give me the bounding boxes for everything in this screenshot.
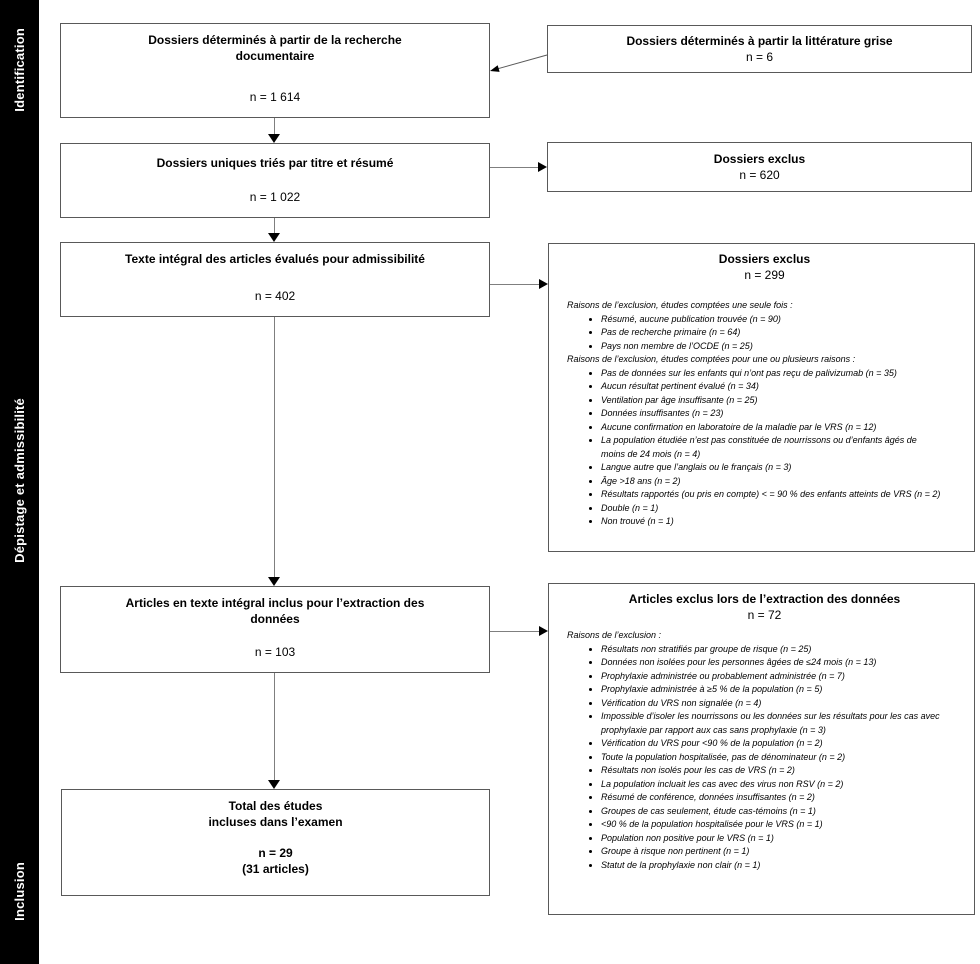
- box-fulltext-included: Articles en texte intégral inclus pour l…: [60, 586, 490, 673]
- box-title: Dossiers uniques triés par titre et résu…: [156, 156, 394, 170]
- arrow-search-to-unique-line: [274, 118, 275, 135]
- box-title: Dossiers exclus: [713, 152, 806, 166]
- arrow-unique-to-fulltext-line: [274, 218, 275, 233]
- exclusion-reason-item: Groupes de cas seulement, étude cas-témo…: [601, 805, 941, 819]
- exclusion-reason-item: Population non positive pour le VRS (n =…: [601, 832, 941, 846]
- box-count: n = 72: [747, 608, 782, 622]
- box-grey-literature: Dossiers déterminés à partir la littérat…: [547, 25, 972, 73]
- reasons-heading: Raisons de l’exclusion, études comptées …: [567, 354, 856, 364]
- exclusion-reason-item: La population étudiée n’est pas constitu…: [601, 434, 941, 461]
- arrow-fulltext-to-extraction-head: [268, 577, 280, 586]
- exclusion-reasons: Raisons de l’exclusion : Résultats non s…: [567, 629, 962, 872]
- exclusion-reason-item: <90 % de la population hospitalisée pour…: [601, 818, 941, 832]
- exclusion-reason-item: Aucune confirmation en laboratoire de la…: [601, 421, 941, 435]
- exclusion-reason-item: Langue autre que l’anglais ou le françai…: [601, 461, 941, 475]
- exclusion-reason-item: La population incluait les cas avec des …: [601, 778, 941, 792]
- phase-label-inclusion: Inclusion: [12, 861, 27, 921]
- box-title: Dossiers déterminés à partir la littérat…: [626, 34, 893, 48]
- box-count: n = 6: [745, 50, 774, 64]
- exclusion-reason-item: Aucun résultat pertinent évalué (n = 34): [601, 380, 941, 394]
- exclusion-reason-item: Vérification du VRS non signalée (n = 4): [601, 697, 941, 711]
- reasons-heading: Raisons de l’exclusion :: [567, 630, 662, 640]
- box-unique-records: Dossiers uniques triés par titre et résu…: [60, 143, 490, 218]
- box-excluded-records: Dossiers exclus n = 620: [547, 142, 972, 192]
- exclusion-reason-item: Pas de données sur les enfants qui n’ont…: [601, 367, 941, 381]
- exclusion-reason-item: Toute la population hospitalisée, pas de…: [601, 751, 941, 765]
- arrow-search-to-unique-head: [268, 134, 280, 143]
- box-title: Texte intégral des articles évalués pour…: [125, 252, 425, 266]
- exclusion-reason-item: Données non isolées pour les personnes â…: [601, 656, 941, 670]
- arrow-unique-to-excluded-head: [538, 162, 547, 172]
- box-excluded-extraction: Articles exclus lors de l’extraction des…: [548, 583, 975, 915]
- arrow-fulltext-to-excluded-head: [539, 279, 548, 289]
- exclusion-reason-item: Double (n = 1): [601, 502, 941, 516]
- exclusion-reason-item: Résultats rapportés (ou pris en compte) …: [601, 488, 941, 502]
- box-title: Total des études incluses dans l’examen: [208, 799, 343, 829]
- box-count: n = 299: [744, 268, 785, 282]
- exclusion-reason-item: Résumé, aucune publication trouvée (n = …: [601, 313, 941, 327]
- exclusion-reason-item: Résultats non stratifiés par groupe de r…: [601, 643, 941, 657]
- box-excluded-fulltext: Dossiers exclus n = 299 Raisons de l’exc…: [548, 243, 975, 552]
- arrow-extraction-to-included-head: [268, 780, 280, 789]
- arrow-unique-to-excluded-line: [490, 167, 539, 168]
- exclusion-reason-item: Âge >18 ans (n = 2): [601, 475, 941, 489]
- box-title: Dossiers exclus: [718, 252, 811, 266]
- arrow-unique-to-fulltext-head: [268, 233, 280, 242]
- box-total-included: Total des études incluses dans l’examen …: [61, 789, 490, 896]
- arrow-extraction-to-included-line: [274, 673, 275, 780]
- box-count: n = 402: [254, 289, 296, 303]
- box-count: n = 29 (31 articles): [242, 846, 309, 876]
- exclusion-reason-item: Impossible d’isoler les nourrissons ou l…: [601, 710, 941, 737]
- box-title: Dossiers déterminés à partir de la reche…: [148, 33, 402, 63]
- arrow-greylit-to-search: [490, 54, 548, 72]
- reasons-list: Pas de données sur les enfants qui n’ont…: [567, 367, 941, 529]
- exclusion-reasons: Raisons de l’exclusion, études comptées …: [567, 299, 962, 529]
- box-title: Articles exclus lors de l’extraction des…: [628, 592, 901, 606]
- reasons-list: Résultats non stratifiés par groupe de r…: [567, 643, 941, 873]
- reasons-heading: Raisons de l’exclusion, études comptées …: [567, 300, 793, 310]
- arrow-extraction-to-excluded-head: [539, 626, 548, 636]
- exclusion-reason-item: Prophylaxie administrée à ≥5 % de la pop…: [601, 683, 941, 697]
- phase-label-screening: Dépistage et admissibilité: [12, 397, 27, 563]
- exclusion-reason-item: Non trouvé (n = 1): [601, 515, 941, 529]
- box-count: n = 620: [739, 168, 780, 182]
- box-title: Articles en texte intégral inclus pour l…: [125, 596, 425, 626]
- exclusion-reason-item: Résumé de conférence, données insuffisan…: [601, 791, 941, 805]
- arrow-fulltext-to-extraction-line: [274, 317, 275, 577]
- box-count: n = 103: [254, 645, 296, 659]
- arrow-extraction-to-excluded-line: [490, 631, 540, 632]
- box-search-records: Dossiers déterminés à partir de la reche…: [60, 23, 490, 118]
- exclusion-reason-item: Pays non membre de l’OCDE (n = 25): [601, 340, 941, 354]
- exclusion-reason-item: Groupe à risque non pertinent (n = 1): [601, 845, 941, 859]
- reasons-list: Résumé, aucune publication trouvée (n = …: [567, 313, 941, 354]
- box-fulltext-assessed: Texte intégral des articles évalués pour…: [60, 242, 490, 317]
- exclusion-reason-item: Données insuffisantes (n = 23): [601, 407, 941, 421]
- phase-label-identification: Identification: [12, 28, 27, 112]
- exclusion-reason-item: Statut de la prophylaxie non clair (n = …: [601, 859, 941, 873]
- exclusion-reason-item: Ventilation par âge insuffisante (n = 25…: [601, 394, 941, 408]
- exclusion-reason-item: Résultats non isolés pour les cas de VRS…: [601, 764, 941, 778]
- arrow-fulltext-to-excluded-line: [490, 284, 540, 285]
- box-count: n = 1 614: [249, 90, 301, 104]
- exclusion-reason-item: Prophylaxie administrée ou probablement …: [601, 670, 941, 684]
- exclusion-reason-item: Pas de recherche primaire (n = 64): [601, 326, 941, 340]
- phase-sidebar: Identification Dépistage et admissibilit…: [0, 0, 39, 964]
- exclusion-reason-item: Vérification du VRS pour <90 % de la pop…: [601, 737, 941, 751]
- box-count: n = 1 022: [249, 190, 301, 204]
